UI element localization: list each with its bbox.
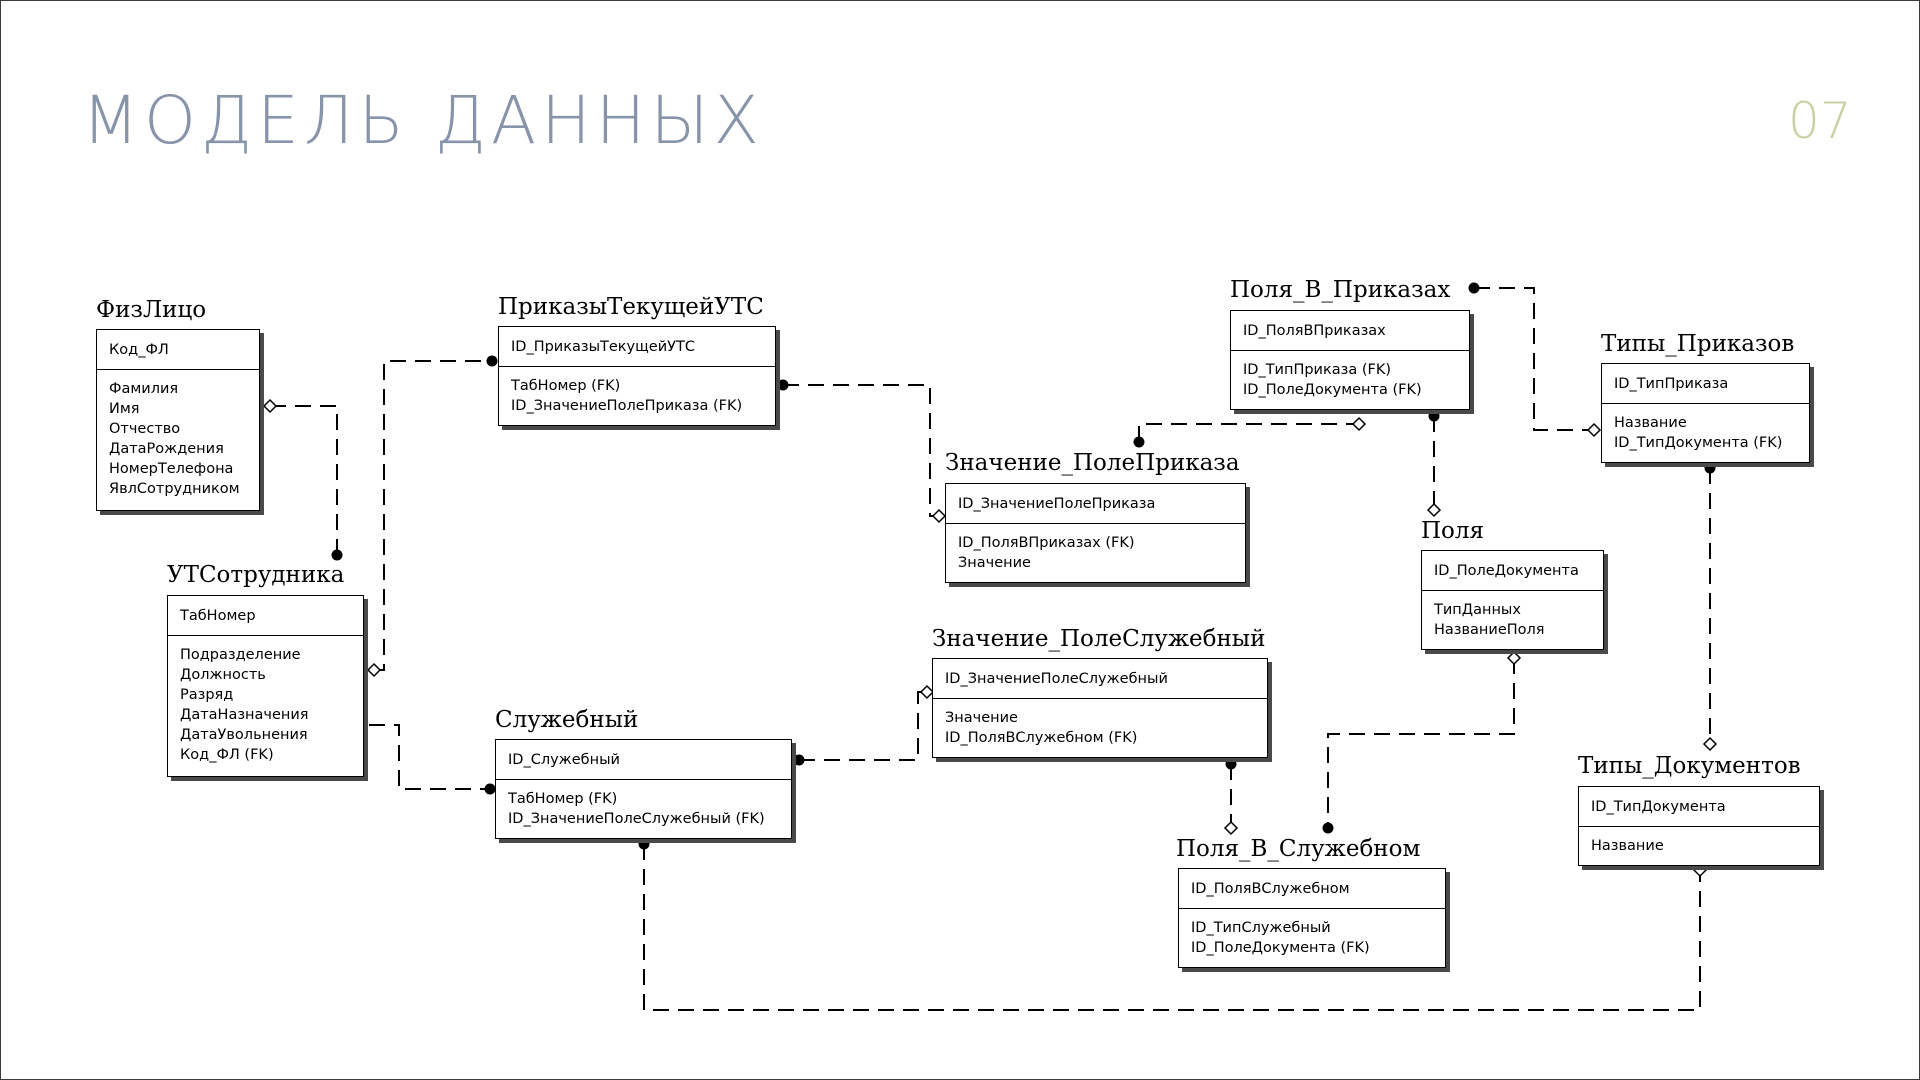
pk-section: ID_ТипПриказа [1602,364,1809,404]
pk-attr: ID_ПоляВСлужебном [1191,880,1350,897]
pk-section: ID_ЗначениеПолеПриказа [946,484,1245,524]
slide-number: 07 [1788,92,1852,150]
attr: ДатаУвольнения [180,727,308,743]
attr: Название [1614,415,1687,431]
attr: Название [1591,838,1664,854]
attr-section: ID_ТипПриказа (FK) ID_ПолеДокумента (FK) [1231,351,1469,400]
rel-prikazy-znpp [783,384,939,517]
attr: ID_ПолеДокумента (FK) [1191,940,1370,956]
pk-section: ID_ПриказыТекущейУТС [499,327,775,367]
pk-attr: ID_ПолеДокумента [1434,562,1579,579]
pk-attr: ID_ТипДокумента [1591,798,1726,815]
entity-utsotr[interactable]: ТабНомер Подразделение Должность Разряд … [167,595,364,777]
attr: Должность [180,667,266,683]
attr: ДатаРождения [109,441,224,457]
pk-attr: ID_Служебный [508,751,620,768]
entity-sluzh[interactable]: ID_Служебный ТабНомер (FK) ID_ЗначениеПо… [495,739,792,839]
rel-sluzh-tipydoc [643,844,1701,1011]
entity-tipypr[interactable]: ID_ТипПриказа Название ID_ТипДокумента (… [1601,363,1810,463]
entity-title-utsotr: УТСотрудника [167,562,345,588]
attr-section: Название [1579,827,1819,856]
entity-title-tipydoc: Типы_Документов [1578,753,1801,779]
attr: НомерТелефона [109,461,234,477]
attr: ID_ТипПриказа (FK) [1243,362,1391,378]
rel-fizlico-utsotr [270,405,338,556]
attr: ID_ТипСлужебный [1191,920,1331,936]
pk-attr: ID_ПриказыТекущейУТС [511,338,695,355]
pk-section: ID_ТипДокумента [1579,787,1819,827]
entity-title-polyavsl: Поля_В_Служебном [1176,836,1421,862]
entity-title-znps: Значение_ПолеСлужебный [932,626,1266,652]
entity-polya[interactable]: ID_ПолеДокумента ТипДанных НазваниеПоля [1421,550,1604,650]
rel-znpp-polyavpr [1138,423,1359,442]
pk-attr: ID_ЗначениеПолеСлужебный [945,670,1168,687]
entity-znpp[interactable]: ID_ЗначениеПолеПриказа ID_ПоляВПриказах … [945,483,1246,583]
attr: ID_ПоляВПриказах (FK) [958,535,1135,551]
entity-tipydoc[interactable]: ID_ТипДокумента Название [1578,786,1820,866]
attr: Подразделение [180,647,301,663]
pk-attr: ТабНомер [180,607,256,624]
pk-section: ID_ПоляВПриказах [1231,311,1469,351]
pk-section: Код_ФЛ [97,330,259,370]
attr: Код_ФЛ (FK) [180,747,274,763]
rel-polya-polyavsl [1327,658,1515,828]
rel-sluzh-znps [799,691,927,761]
attr: Имя [109,401,140,417]
pk-section: ID_ЗначениеПолеСлужебный [933,659,1267,699]
attr: ТипДанных [1434,602,1521,618]
pk-section: ID_ПолеДокумента [1422,551,1603,591]
entity-polyavpr[interactable]: ID_ПоляВПриказах ID_ТипПриказа (FK) ID_П… [1230,310,1470,410]
attr-section: Название ID_ТипДокумента (FK) [1602,404,1809,453]
attr-section: Подразделение Должность Разряд ДатаНазна… [168,636,363,765]
attr-section: Фамилия Имя Отчество ДатаРождения НомерТ… [97,370,259,499]
relationship-diamonds [262,398,1718,878]
entity-title-fizlico: ФизЛицо [96,297,207,323]
entity-title-prikazy: ПриказыТекущейУТС [498,294,764,320]
attr: ID_ЗначениеПолеСлужебный (FK) [508,811,765,827]
attr: ТабНомер (FK) [508,791,618,807]
attr-section: ID_ПоляВПриказах (FK) Значение [946,524,1245,573]
entity-polyavsl[interactable]: ID_ПоляВСлужебном ID_ТипСлужебный ID_Пол… [1178,868,1446,968]
entity-title-znpp: Значение_ПолеПриказа [945,450,1240,476]
pk-attr: ID_ТипПриказа [1614,375,1729,392]
attr: ЯвлСотрудником [109,481,240,497]
attr: ID_ЗначениеПолеПриказа (FK) [511,398,743,414]
rel-polyavpr-tipypr [1474,287,1594,431]
slide-title: МОДЕЛЬ ДАННЫХ [82,82,764,159]
attr-section: Значение ID_ПоляВСлужебном (FK) [933,699,1267,748]
attr: ID_ПолеДокумента (FK) [1243,382,1422,398]
attr: Разряд [180,687,234,703]
entity-title-polya: Поля [1421,518,1485,544]
pk-section: ТабНомер [168,596,363,636]
entity-title-polyavpr: Поля_В_Приказах [1230,277,1451,303]
attr-section: ID_ТипСлужебный ID_ПолеДокумента (FK) [1179,909,1445,958]
relationship-end-dots [331,282,1716,850]
rel-utsotr-prikazy [374,360,492,671]
attr: Отчество [109,421,181,437]
attr: ID_ПоляВСлужебном (FK) [945,730,1138,746]
attr: Значение [945,710,1018,726]
entity-fizlico[interactable]: Код_ФЛ Фамилия Имя Отчество ДатаРождения… [96,329,260,511]
entity-prikazy[interactable]: ID_ПриказыТекущейУТС ТабНомер (FK) ID_Зн… [498,326,776,426]
attr: НазваниеПоля [1434,622,1545,638]
pk-attr: Код_ФЛ [109,341,169,358]
pk-section: ID_Служебный [496,740,791,780]
attr-section: ТабНомер (FK) ID_ЗначениеПолеПриказа (FK… [499,367,775,416]
attr: ID_ТипДокумента (FK) [1614,435,1783,451]
rel-utsotr-sluzh [369,724,490,790]
attr: ТабНомер (FK) [511,378,621,394]
attr: Фамилия [109,381,179,397]
entity-title-sluzh: Служебный [495,707,639,733]
attr: Значение [958,555,1031,571]
entity-title-tipypr: Типы_Приказов [1601,331,1795,357]
pk-section: ID_ПоляВСлужебном [1179,869,1445,909]
attr-section: ТабНомер (FK) ID_ЗначениеПолеСлужебный (… [496,780,791,829]
attr: ДатаНазначения [180,707,309,723]
entity-znps[interactable]: ID_ЗначениеПолеСлужебный Значение ID_Пол… [932,658,1268,758]
pk-attr: ID_ПоляВПриказах [1243,322,1386,339]
pk-attr: ID_ЗначениеПолеПриказа [958,495,1156,512]
attr-section: ТипДанных НазваниеПоля [1422,591,1603,640]
